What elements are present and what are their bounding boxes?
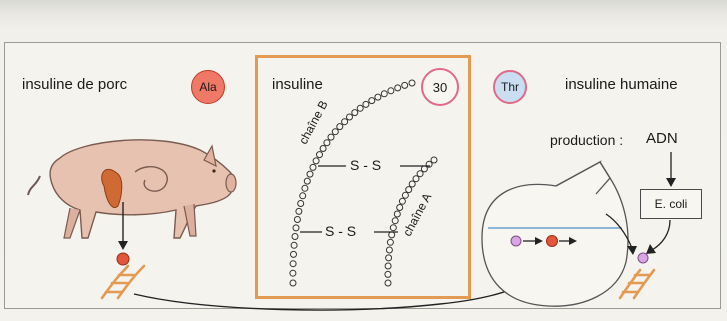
insulin-title: insuline: [272, 76, 323, 93]
flask-residue-red: [547, 236, 558, 247]
pig-residue: [117, 253, 129, 265]
disulfide-bond-upper: S - S: [350, 157, 381, 173]
position-badge: 30: [421, 68, 459, 106]
disulfide-bond-lower: S - S: [325, 223, 356, 239]
human-ladder-icon: [620, 270, 654, 298]
flask-illustration: [482, 162, 628, 306]
ala-badge: Ala: [191, 70, 225, 104]
human-insulin-label: insuline humaine: [565, 76, 678, 93]
thr-badge: Thr: [493, 70, 527, 104]
pig-ladder-icon: [102, 266, 144, 298]
dna-label: ADN: [646, 130, 678, 147]
ecoli-box: E. coli: [640, 189, 702, 219]
pig-illustration: [28, 140, 236, 238]
production-label: production :: [550, 132, 623, 148]
flask-residue-purple: [511, 236, 521, 246]
pig-insulin-label: insuline de porc: [22, 76, 127, 93]
human-residue: [638, 253, 648, 263]
